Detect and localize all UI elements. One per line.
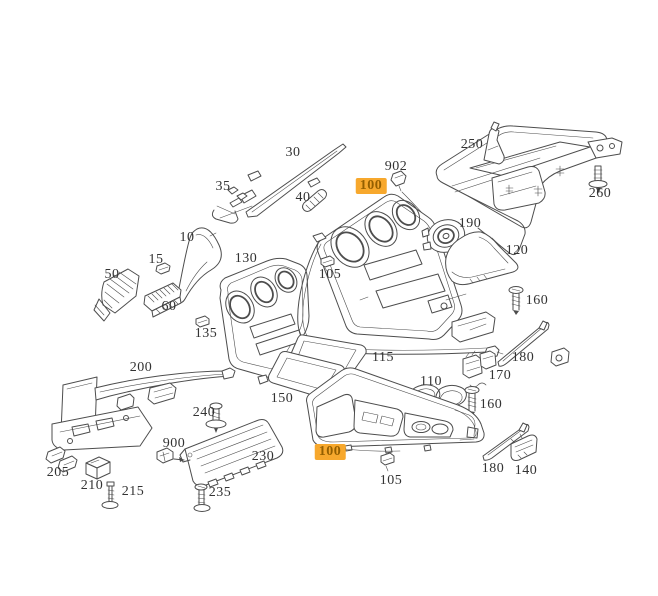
part-label-110[interactable]: 110 bbox=[420, 374, 442, 389]
part-label-120[interactable]: 120 bbox=[505, 243, 529, 258]
part-label-115[interactable]: 115 bbox=[372, 350, 394, 365]
part-label-160-middle[interactable]: 160 bbox=[479, 397, 503, 412]
part-30-drawing bbox=[212, 144, 346, 223]
part-215-drawing bbox=[102, 482, 118, 509]
part-label-150[interactable]: 150 bbox=[270, 391, 294, 406]
part-label-170[interactable]: 170 bbox=[488, 368, 512, 383]
part-235-drawing bbox=[194, 484, 210, 512]
part-35-drawing bbox=[228, 187, 247, 200]
part-105-lower-drawing bbox=[381, 453, 394, 471]
part-210-drawing bbox=[86, 457, 110, 479]
part-label-240[interactable]: 240 bbox=[192, 405, 216, 420]
part-label-140[interactable]: 140 bbox=[514, 463, 538, 478]
part-label-200[interactable]: 200 bbox=[129, 360, 153, 375]
part-label-30[interactable]: 30 bbox=[285, 145, 301, 160]
part-label-130[interactable]: 130 bbox=[234, 251, 258, 266]
part-60-drawing bbox=[144, 283, 181, 317]
part-label-230[interactable]: 230 bbox=[251, 449, 275, 464]
part-label-180-lower[interactable]: 180 bbox=[481, 461, 505, 476]
part-15-drawing bbox=[156, 263, 170, 274]
part-120-drawing bbox=[446, 232, 518, 285]
part-label-10[interactable]: 10 bbox=[179, 230, 195, 245]
part-label-105-lower[interactable]: 105 bbox=[379, 473, 403, 488]
part-250-drawing bbox=[436, 122, 622, 255]
part-50-drawing bbox=[94, 269, 139, 321]
part-40-drawing bbox=[303, 178, 327, 212]
part-label-100-lower[interactable]: 100 bbox=[314, 444, 346, 460]
part-label-215[interactable]: 215 bbox=[121, 484, 145, 499]
part-label-902[interactable]: 902 bbox=[384, 159, 408, 174]
part-180-upper-drawing bbox=[498, 321, 549, 366]
part-label-50[interactable]: 50 bbox=[104, 267, 120, 282]
part-label-160-upper[interactable]: 160 bbox=[525, 293, 549, 308]
part-105-upper-drawing bbox=[321, 256, 334, 271]
part-160-upper-drawing bbox=[509, 287, 523, 315]
part-240-drawing bbox=[206, 403, 226, 433]
part-170-drawing bbox=[463, 348, 569, 387]
part-label-60[interactable]: 60 bbox=[161, 299, 177, 314]
part-label-235[interactable]: 235 bbox=[208, 485, 232, 500]
part-label-15[interactable]: 15 bbox=[148, 252, 164, 267]
part-label-105-upper[interactable]: 105 bbox=[318, 267, 342, 282]
part-100-lower-drawing bbox=[307, 368, 485, 453]
part-205-drawing bbox=[46, 447, 77, 472]
part-10-drawing bbox=[178, 228, 222, 303]
part-label-40[interactable]: 40 bbox=[295, 190, 311, 205]
part-label-180-upper[interactable]: 180 bbox=[511, 350, 535, 365]
part-200-drawing bbox=[52, 368, 235, 450]
part-label-210[interactable]: 210 bbox=[80, 478, 104, 493]
part-label-250[interactable]: 250 bbox=[460, 137, 484, 152]
part-label-35[interactable]: 35 bbox=[215, 179, 231, 194]
part-label-205[interactable]: 205 bbox=[46, 465, 70, 480]
part-180-lower-drawing bbox=[483, 423, 529, 460]
part-label-900[interactable]: 900 bbox=[162, 436, 186, 451]
part-label-190[interactable]: 190 bbox=[458, 216, 482, 231]
part-130-drawing bbox=[220, 258, 309, 384]
part-135-drawing bbox=[196, 316, 209, 327]
part-260-drawing bbox=[589, 166, 607, 193]
part-140-drawing bbox=[511, 434, 537, 461]
part-label-260[interactable]: 260 bbox=[588, 186, 612, 201]
part-label-135[interactable]: 135 bbox=[194, 326, 218, 341]
part-label-100-upper[interactable]: 100 bbox=[355, 178, 387, 194]
